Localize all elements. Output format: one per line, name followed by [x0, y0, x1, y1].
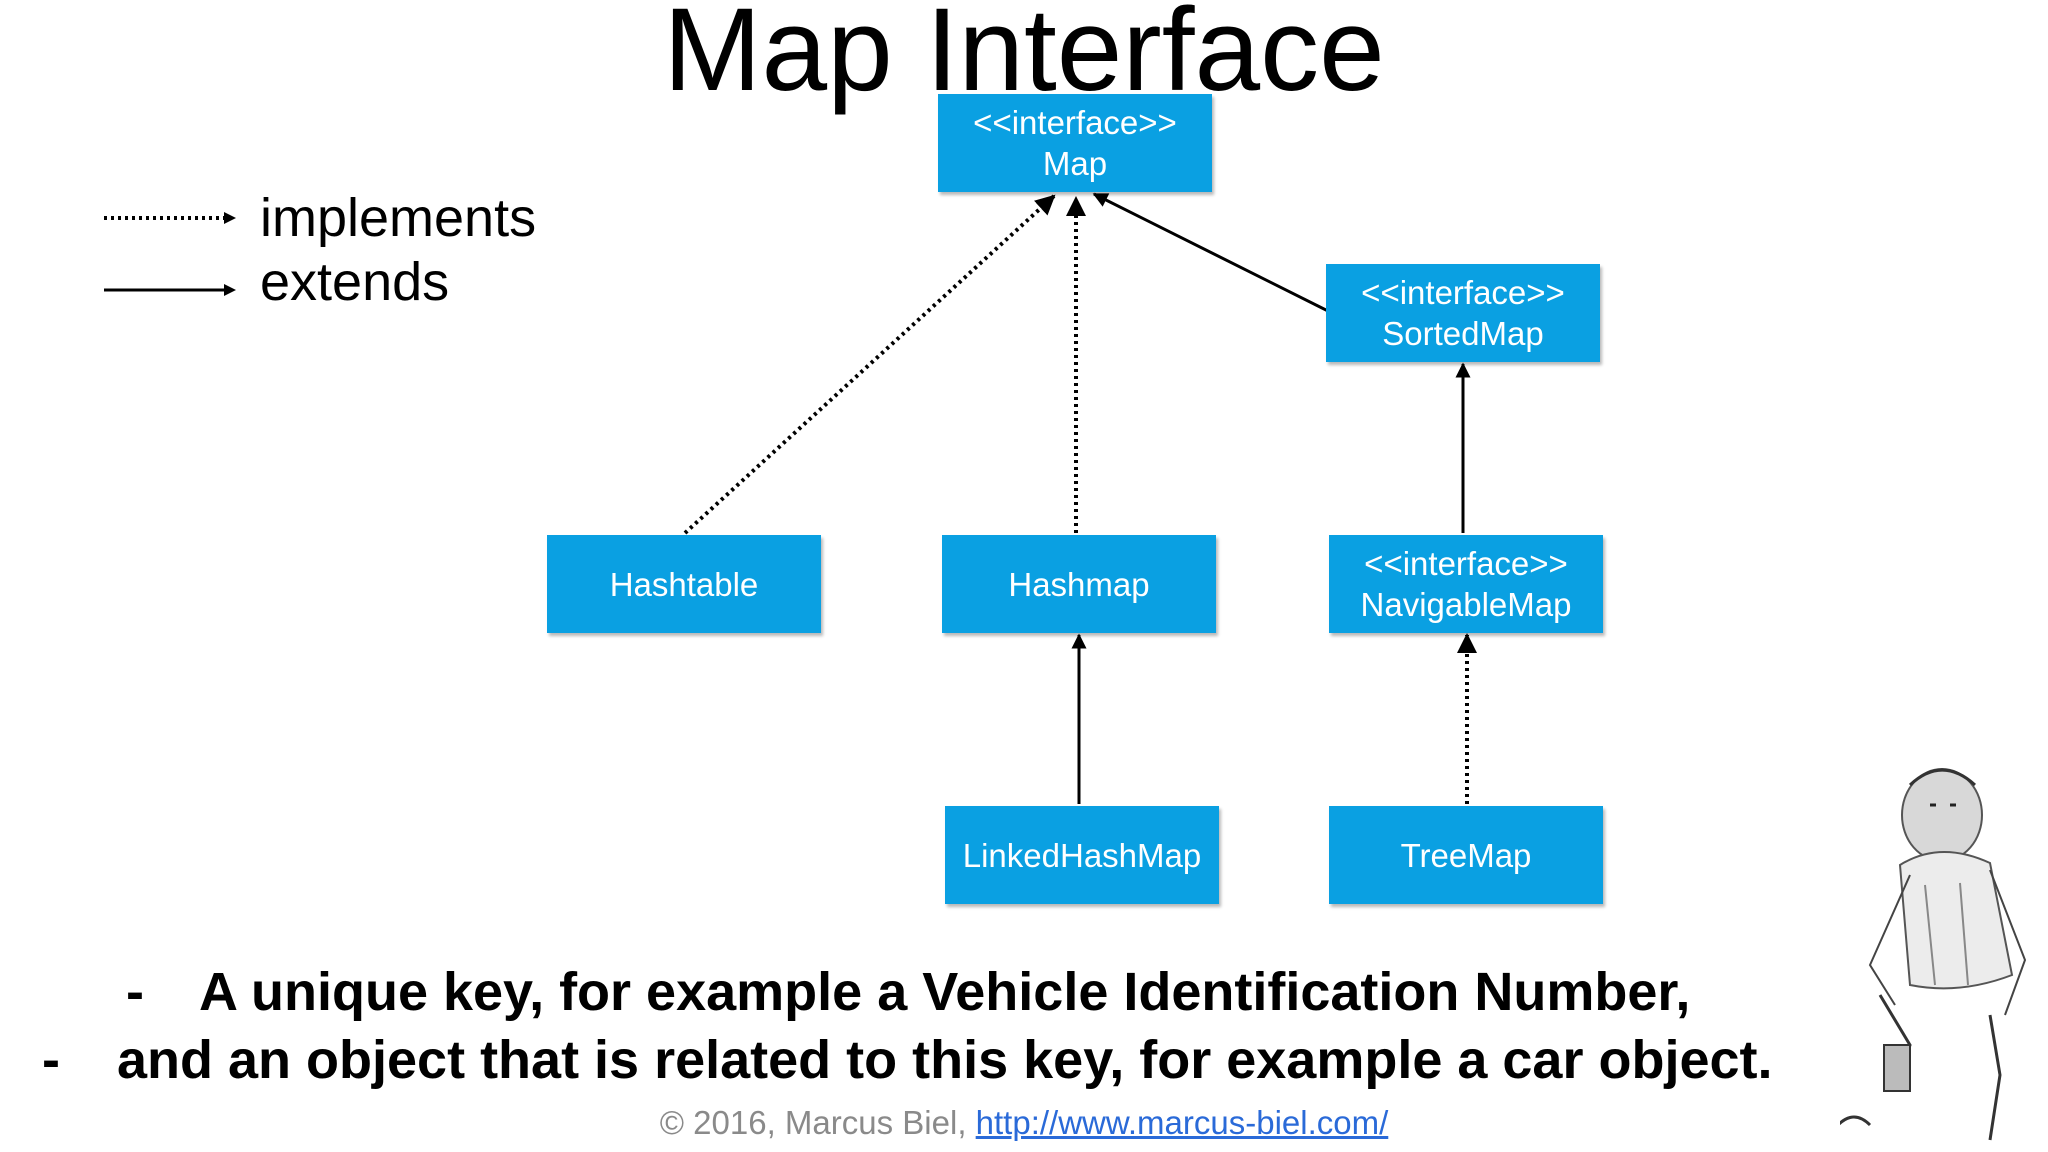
legend-implements-label: implements: [260, 188, 537, 248]
treemap-class-box: TreeMap: [1329, 806, 1603, 904]
hashmap-name: Hashmap: [1008, 565, 1150, 603]
linkedhashmap-name: LinkedHashMap: [962, 836, 1202, 874]
bullet-dash-1: -: [126, 962, 144, 1022]
solid-arrow-icon: [104, 284, 236, 296]
hashtable-class-box: Hashtable: [547, 535, 821, 633]
footer-copyright: © 2016, Marcus Biel,: [659, 1104, 976, 1141]
dotted-arrow-icon: [104, 212, 236, 224]
linkedhashmap-class-box: LinkedHashMap: [945, 806, 1219, 904]
bullet-line-2: - and an object that is related to this …: [42, 1028, 1773, 1092]
map-name: Map: [1042, 145, 1108, 182]
sortedmap-interface-box: <<interface>> SortedMap: [1326, 264, 1600, 362]
legend-implements: implements: [100, 188, 560, 248]
map-interface-box: <<interface>> Map: [938, 94, 1212, 192]
page-title: Map Interface: [663, 0, 1385, 116]
bullet-text-1: A unique key, for example a Vehicle Iden…: [199, 962, 1691, 1022]
bullet-dash-2: -: [42, 1030, 60, 1090]
navigablemap-interface-box: <<interface>> NavigableMap: [1329, 535, 1603, 633]
legend-extends-label: extends: [260, 252, 450, 312]
bullet-line-1: - A unique key, for example a Vehicle Id…: [126, 960, 1690, 1024]
bullet-text-2: and an object that is related to this ke…: [117, 1030, 1773, 1090]
hashmap-class-box: Hashmap: [942, 535, 1216, 633]
legend-extends: extends: [100, 252, 560, 312]
craftsman-sketch-illustration: [1840, 768, 2027, 1141]
sortedmap-stereotype: <<interface>>: [1361, 274, 1565, 311]
hashtable-name: Hashtable: [609, 565, 759, 603]
arrow-hashtable-implements-map: [683, 194, 1056, 535]
navigablemap-name: NavigableMap: [1360, 586, 1572, 623]
treemap-name: TreeMap: [1400, 836, 1532, 874]
footer: © 2016, Marcus Biel, http://www.marcus-b…: [0, 1103, 2048, 1143]
footer-link[interactable]: http://www.marcus-biel.com/: [975, 1104, 1389, 1141]
navigablemap-stereotype: <<interface>>: [1364, 545, 1568, 582]
arrow-sortedmap-extends-map: [1092, 192, 1341, 319]
sortedmap-name: SortedMap: [1382, 315, 1544, 352]
map-stereotype: <<interface>>: [973, 104, 1177, 141]
